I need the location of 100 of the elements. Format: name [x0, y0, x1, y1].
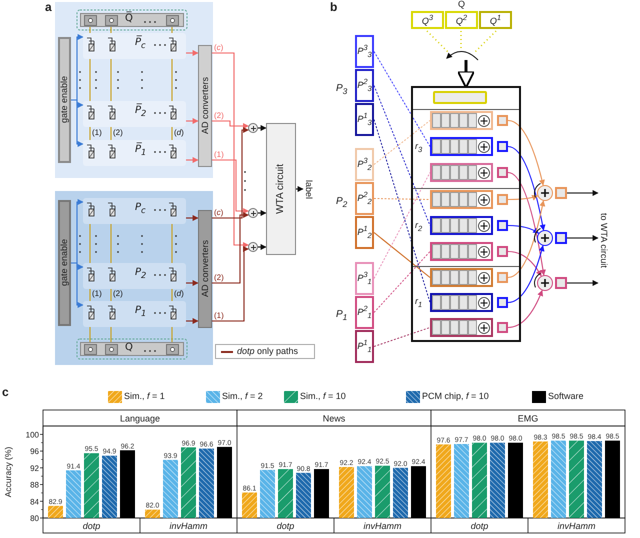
output-box [555, 277, 567, 289]
category-label: dotp [82, 521, 100, 531]
bit-line [110, 127, 112, 140]
segment-label: Q$^{1}$ [490, 14, 502, 26]
register-label: Q̅ [125, 14, 133, 24]
vector-label: Q [458, 0, 466, 9]
bit-line [110, 327, 112, 342]
edge-label: (c) [214, 209, 224, 217]
row-label: P$_{c}$ [135, 203, 146, 214]
arrow [186, 215, 199, 221]
panel-letter: a [45, 1, 52, 13]
bar-label: gate enable [60, 239, 69, 287]
vector-segment-box [355, 35, 374, 68]
bit-line [110, 59, 112, 101]
vector-segment-box [355, 216, 374, 249]
crossbar-row [83, 301, 186, 327]
arrow [212, 127, 250, 219]
adder-circle [537, 230, 553, 246]
register-bar [80, 342, 184, 356]
arrow [457, 60, 475, 89]
bit-line [89, 59, 91, 101]
edge-label: (c) [214, 44, 224, 52]
tick-label: 92 [30, 464, 39, 473]
segment-label: Q$^{2}$ [456, 14, 468, 26]
row-label: r$_{2}$ [415, 221, 422, 232]
legend-text: PCM chip, f = 10 [422, 392, 489, 401]
column-label: (2) [113, 129, 123, 137]
register-box [433, 91, 487, 104]
panel-title: EMG [518, 414, 538, 424]
crossbar-row [83, 33, 186, 59]
arrow [71, 99, 84, 147]
arrow [212, 120, 250, 129]
output-text: to WTA circuit [598, 190, 609, 290]
bit-line [89, 224, 91, 263]
vector-segment-box [355, 330, 374, 363]
legend-text: Sim., f = 10 [300, 392, 346, 401]
crossbar-row [430, 268, 493, 287]
bit-line [171, 59, 173, 101]
adder-circle [537, 185, 553, 201]
legend-text: Software [548, 392, 584, 401]
arrow [186, 157, 199, 163]
category-label: invHamm [558, 521, 596, 531]
arrow [71, 262, 84, 308]
register-bar [80, 13, 184, 27]
arrow [296, 186, 304, 192]
arrow [258, 125, 267, 131]
tick-label: 100 [26, 430, 39, 440]
bit-line [89, 27, 91, 33]
row-label: P$_{1}$ [135, 306, 146, 318]
edge-label: (2) [214, 112, 224, 120]
arrow [212, 246, 250, 322]
axis-title: Accuracy (%) [3, 446, 13, 498]
vector-segment-box [355, 262, 374, 295]
arrow [186, 50, 199, 56]
vector-label: P$_{2}$ [336, 197, 348, 208]
row-label: P̅$_{2}$ [135, 106, 146, 118]
row-label: r$_{1}$ [415, 297, 422, 308]
crossbar-row [83, 140, 186, 166]
arrow [258, 244, 267, 250]
output-box [497, 141, 508, 152]
vector-segment-box [355, 296, 374, 329]
arrow [567, 235, 599, 241]
converter-bar [198, 45, 212, 167]
bar-label: AD converters [200, 240, 210, 298]
legend-text: Sim., f = 2 [222, 392, 263, 401]
row-label: P̅$_{c}$ [135, 38, 146, 50]
crossbar-row [430, 111, 493, 130]
crossbar-row [83, 263, 186, 289]
legend-text: dotp only paths [237, 347, 298, 356]
segment-label: Q$^{3}$ [422, 14, 434, 26]
converter-bar [198, 210, 212, 328]
crossbar-row [430, 190, 493, 209]
output-box [497, 297, 508, 308]
arrow [567, 190, 599, 196]
arrow [258, 210, 267, 216]
panel-title: News [322, 414, 346, 424]
panel-letter: b [330, 1, 338, 13]
category-label: dotp [470, 521, 488, 531]
crossbar-row [83, 198, 186, 224]
output-box [497, 272, 508, 283]
vector-label: P$_{1}$ [336, 310, 348, 322]
column-label: (2) [113, 290, 123, 298]
crossbar-row [83, 101, 186, 127]
crossbar-row [430, 163, 493, 182]
bit-line [171, 327, 173, 342]
output-box [497, 167, 508, 178]
column-label: (d) [174, 129, 184, 137]
bit-line [89, 327, 91, 342]
box-label: WTA circuit [276, 164, 286, 214]
bit-line [110, 27, 112, 33]
vector-segment-box [355, 148, 374, 181]
category-label: dotp [276, 521, 294, 531]
arrow [186, 318, 199, 324]
output-box [555, 187, 567, 199]
bit-line [110, 289, 112, 301]
memory-array [411, 86, 521, 342]
vector-label: P$_{3}$ [336, 84, 348, 96]
vector-segment-box [479, 11, 512, 29]
vector-segment-box [411, 11, 444, 29]
bit-line [110, 224, 112, 263]
